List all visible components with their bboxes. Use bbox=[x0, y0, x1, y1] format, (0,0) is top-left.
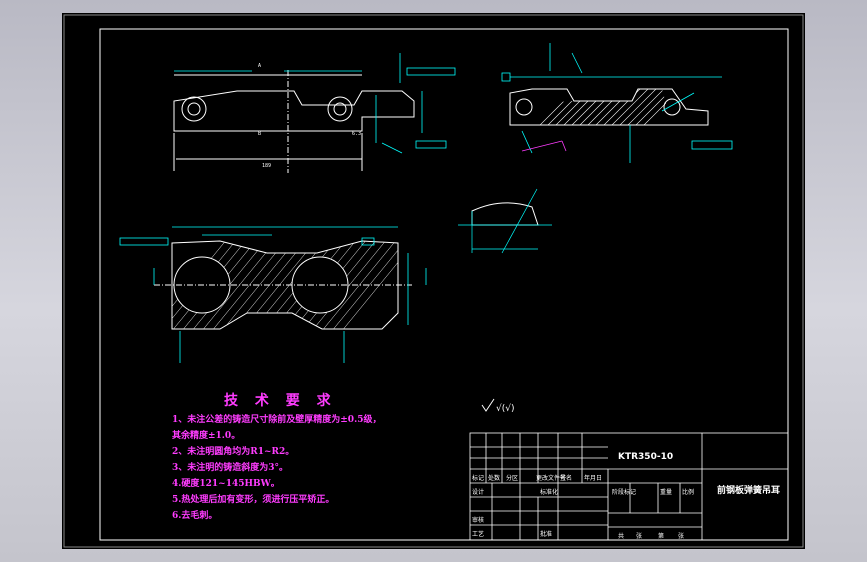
side-view-leader bbox=[521, 140, 567, 152]
tb-label: 更改文件号 bbox=[536, 475, 567, 482]
tech-line: 1、未注公差的铸造尺寸除前及壁厚精度为±0.5级， bbox=[172, 415, 382, 425]
roughness-symbol bbox=[481, 398, 495, 412]
tb-label: 审核 bbox=[472, 517, 485, 524]
section-view-dims bbox=[119, 226, 427, 363]
tech-line: 6.去毛刺。 bbox=[172, 511, 218, 521]
tb-label: 处数 bbox=[488, 475, 501, 482]
outer-border bbox=[63, 14, 804, 548]
side-view bbox=[509, 76, 722, 126]
tb-label: 张 bbox=[636, 533, 643, 540]
section-view bbox=[154, 240, 412, 330]
tb-label: 比例 bbox=[682, 489, 695, 496]
profile-view bbox=[458, 188, 552, 254]
tech-line: 3、未注明的铸造斜度为3°。 bbox=[172, 463, 289, 473]
tech-line: 4.硬度121~145HBW。 bbox=[172, 479, 280, 489]
tb-label: 设计 bbox=[472, 489, 485, 496]
drawing-number: KTR350-10 bbox=[618, 452, 674, 462]
tb-label: 重量 bbox=[660, 489, 673, 496]
tb-label: 分区 bbox=[506, 475, 519, 482]
tb-label: 标准化 bbox=[540, 489, 559, 496]
tb-label: 工艺 bbox=[472, 531, 485, 538]
top-view-dims bbox=[174, 53, 456, 154]
drawing-canvas[interactable]: 技 术 要 求 1、未注公差的铸造尺寸除前及壁厚精度为±0.5级， 其余精度±1… bbox=[62, 13, 805, 549]
section-marker-b: B bbox=[258, 131, 262, 137]
tb-label: 标记 bbox=[472, 475, 485, 482]
side-view-dims bbox=[501, 43, 733, 163]
tb-label: 签名 bbox=[560, 475, 573, 482]
cad-drawing bbox=[63, 14, 804, 548]
tb-label: 年月日 bbox=[584, 475, 603, 482]
roughness-value: 6.3 bbox=[352, 131, 362, 137]
section-view-hatch bbox=[172, 241, 398, 329]
tech-requirements-title: 技 术 要 求 bbox=[224, 393, 337, 409]
title-block bbox=[469, 432, 789, 541]
tb-label: 批准 bbox=[540, 531, 553, 538]
tb-label: 第 bbox=[658, 533, 665, 540]
tb-label: 共 bbox=[618, 533, 625, 540]
inner-border bbox=[99, 28, 789, 541]
tb-label: 张 bbox=[678, 533, 685, 540]
top-view bbox=[173, 70, 415, 173]
tb-label: 阶段标记 bbox=[612, 489, 637, 496]
roughness-note: √(√) bbox=[496, 404, 515, 414]
tech-line: 其余精度±1.0。 bbox=[172, 431, 241, 441]
dim-length: 189 bbox=[262, 163, 272, 169]
part-name: 前钢板弹簧吊耳 bbox=[717, 486, 781, 496]
tech-line: 5.热处理后加有变形，须进行压平矫正。 bbox=[172, 495, 335, 505]
tech-line: 2、未注明圆角均为R1~R2。 bbox=[172, 447, 295, 457]
section-marker-a: A bbox=[258, 63, 262, 69]
